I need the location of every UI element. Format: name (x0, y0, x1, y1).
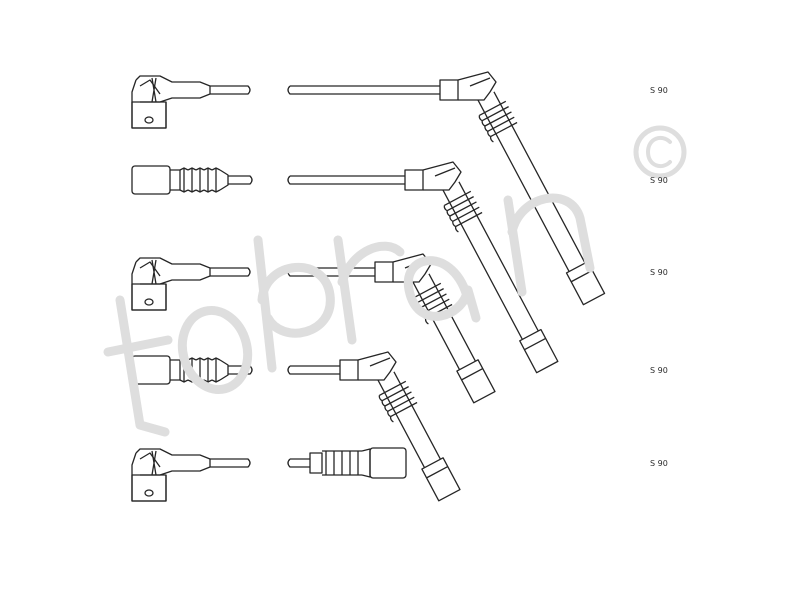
cable-length-label: S 90 (650, 459, 668, 468)
cable-length-label: S 90 (650, 176, 668, 185)
cable-row (131, 447, 407, 502)
cable-length-label: S 90 (650, 268, 668, 277)
cable-row (131, 161, 559, 374)
cable-length-label: S 90 (650, 366, 668, 375)
cable-group (131, 71, 606, 502)
cable-row (131, 253, 496, 404)
cable-row (131, 71, 606, 306)
watermark-lettering (103, 125, 687, 437)
cable-length-label: S 90 (650, 86, 668, 95)
